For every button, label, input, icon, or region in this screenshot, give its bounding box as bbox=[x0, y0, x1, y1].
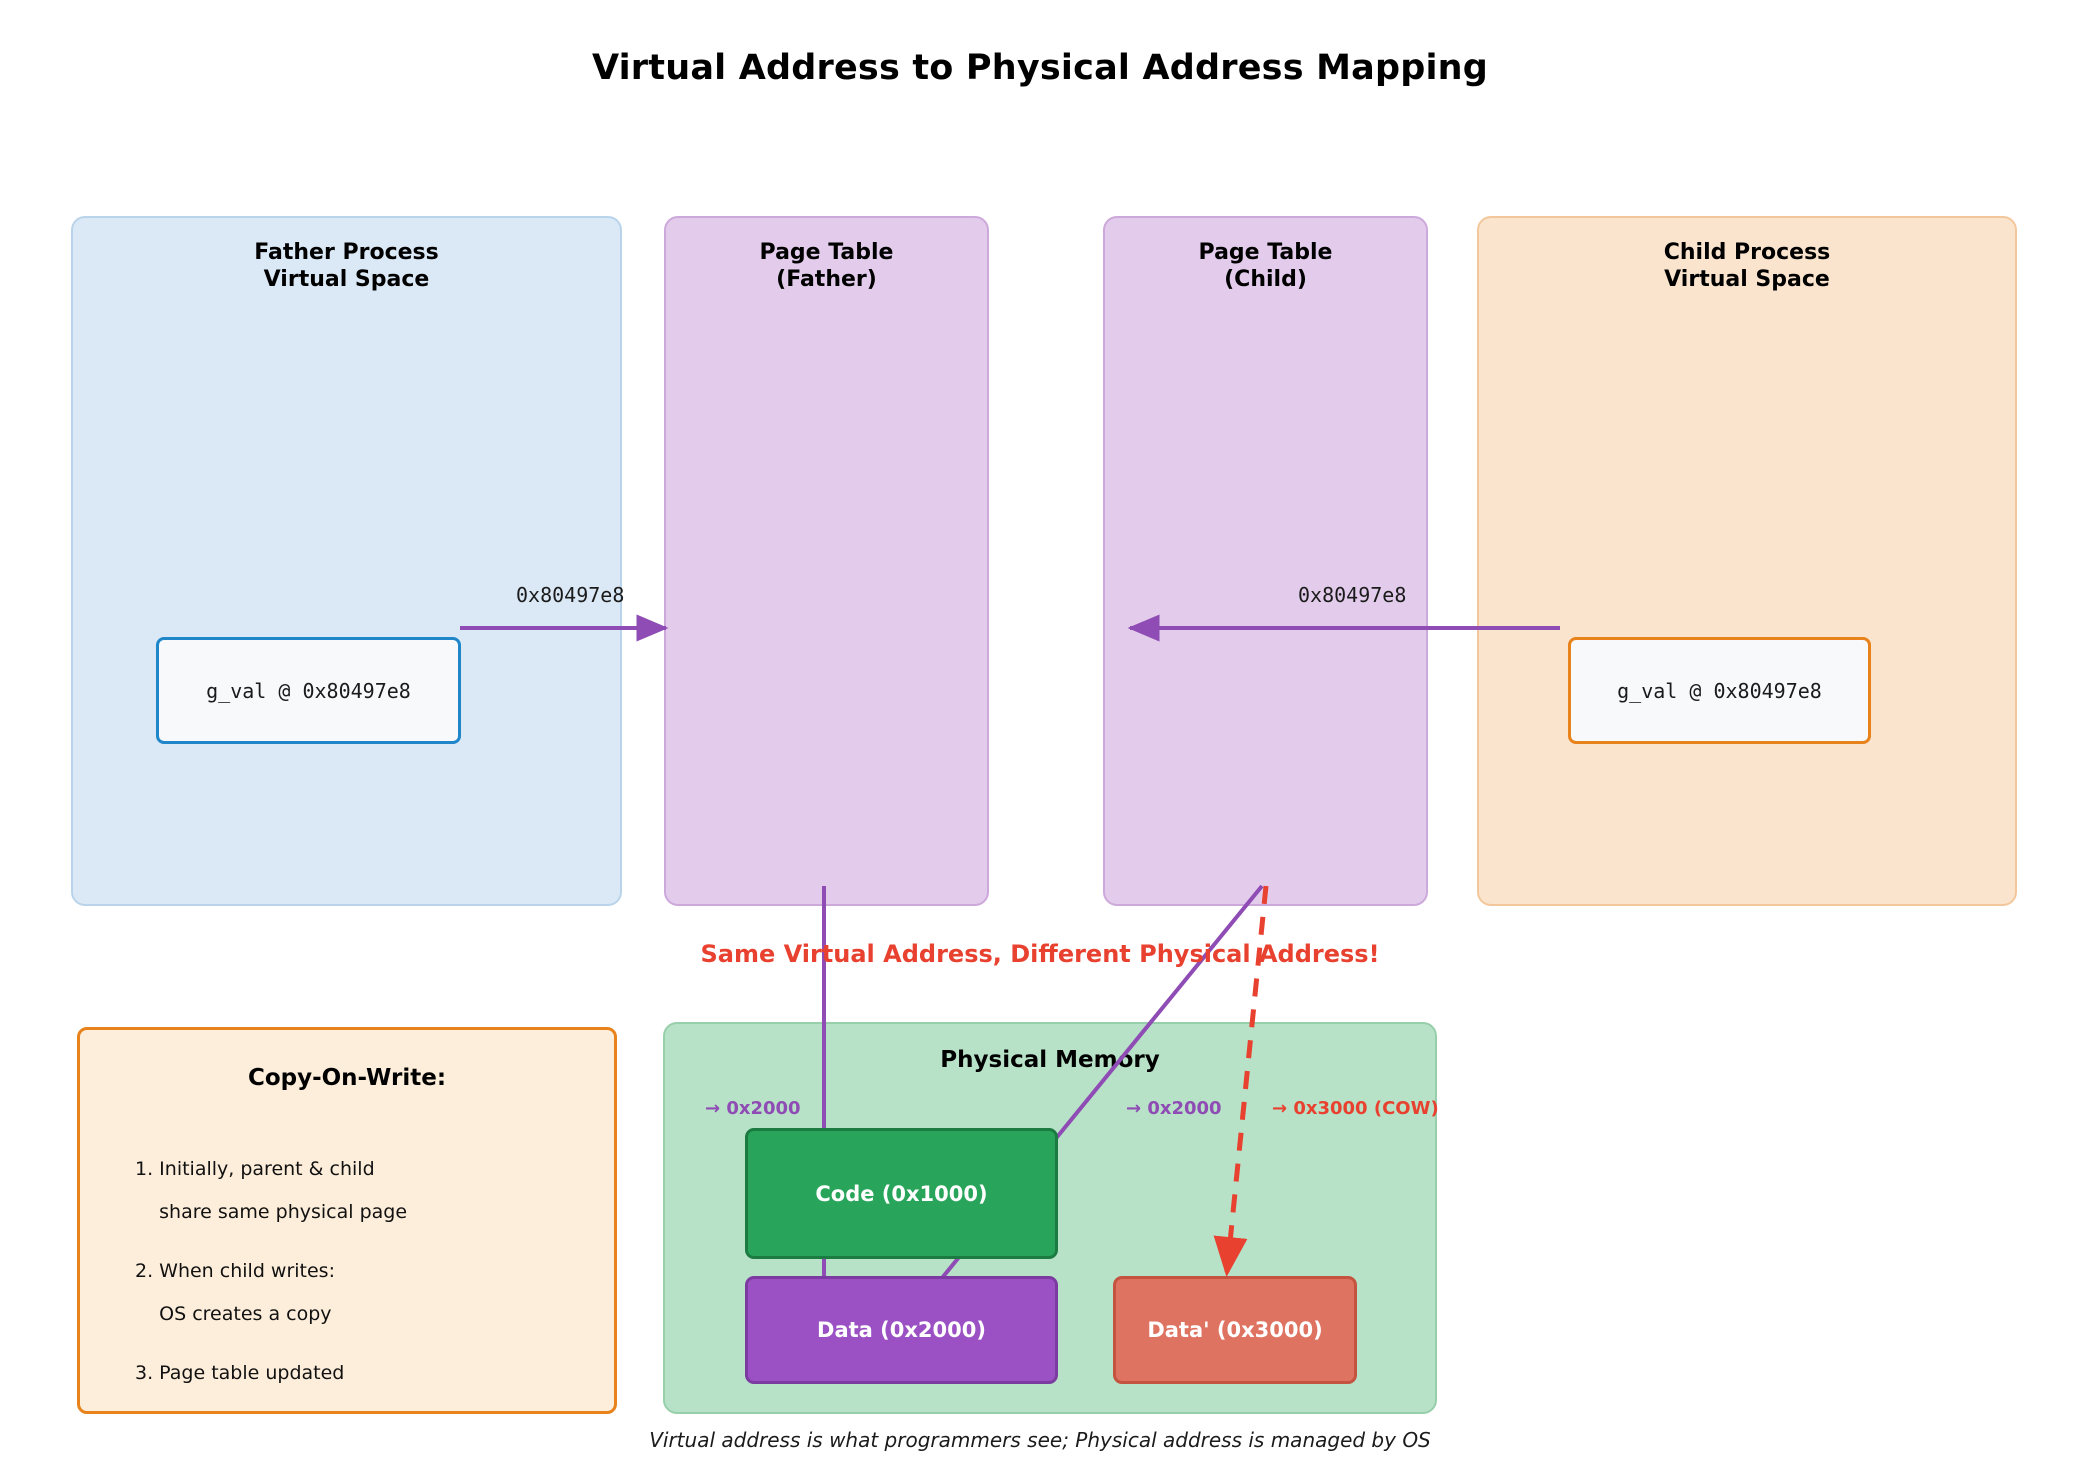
footer-caption: Virtual address is what programmers see;… bbox=[649, 1428, 1431, 1452]
cow-step-1-cont: share same physical page bbox=[135, 1201, 408, 1223]
page-title: Virtual Address to Physical Address Mapp… bbox=[591, 48, 1489, 88]
child-gval-box: g_val @ 0x80497e8 bbox=[1568, 637, 1871, 744]
panel-page-table-father-title: Page Table (Father) bbox=[759, 240, 894, 292]
emphasis-text: Same Virtual Address, Different Physical… bbox=[700, 940, 1380, 968]
panel-page-table-father: Page Table (Father) bbox=[664, 216, 989, 906]
mapping-label-child: → 0x2000 bbox=[1126, 1098, 1222, 1119]
father-gval-box: g_val @ 0x80497e8 bbox=[156, 637, 461, 744]
child-virtual-address-label: 0x80497e8 bbox=[1298, 583, 1407, 607]
panel-child-process-title: Child Process Virtual Space bbox=[1663, 240, 1831, 292]
mapping-label-cow: → 0x3000 (COW) bbox=[1272, 1098, 1439, 1119]
panel-physical-memory-title: Physical Memory bbox=[940, 1047, 1160, 1073]
panel-page-table-child: Page Table (Child) bbox=[1103, 216, 1428, 906]
panel-child-process: Child Process Virtual Space bbox=[1477, 216, 2017, 906]
copy-on-write-legend: Copy-On-Write: 1. Initially, parent & ch… bbox=[77, 1027, 617, 1414]
memory-block-data: Data (0x2000) bbox=[745, 1276, 1058, 1384]
cow-step-2: 2. When child writes: bbox=[135, 1260, 335, 1282]
father-virtual-address-label: 0x80497e8 bbox=[516, 583, 625, 607]
cow-step-1: 1. Initially, parent & child bbox=[135, 1158, 375, 1180]
panel-father-process: Father Process Virtual Space bbox=[71, 216, 622, 906]
panel-page-table-child-title: Page Table (Child) bbox=[1198, 240, 1333, 292]
memory-block-data-cow: Data' (0x3000) bbox=[1113, 1276, 1357, 1384]
memory-block-code: Code (0x1000) bbox=[745, 1128, 1058, 1259]
panel-father-process-title: Father Process Virtual Space bbox=[254, 240, 439, 292]
copy-on-write-title: Copy-On-Write: bbox=[247, 1065, 447, 1091]
cow-step-2-cont: OS creates a copy bbox=[135, 1303, 332, 1325]
mapping-label-father: → 0x2000 bbox=[705, 1098, 801, 1119]
cow-step-3: 3. Page table updated bbox=[135, 1362, 345, 1384]
